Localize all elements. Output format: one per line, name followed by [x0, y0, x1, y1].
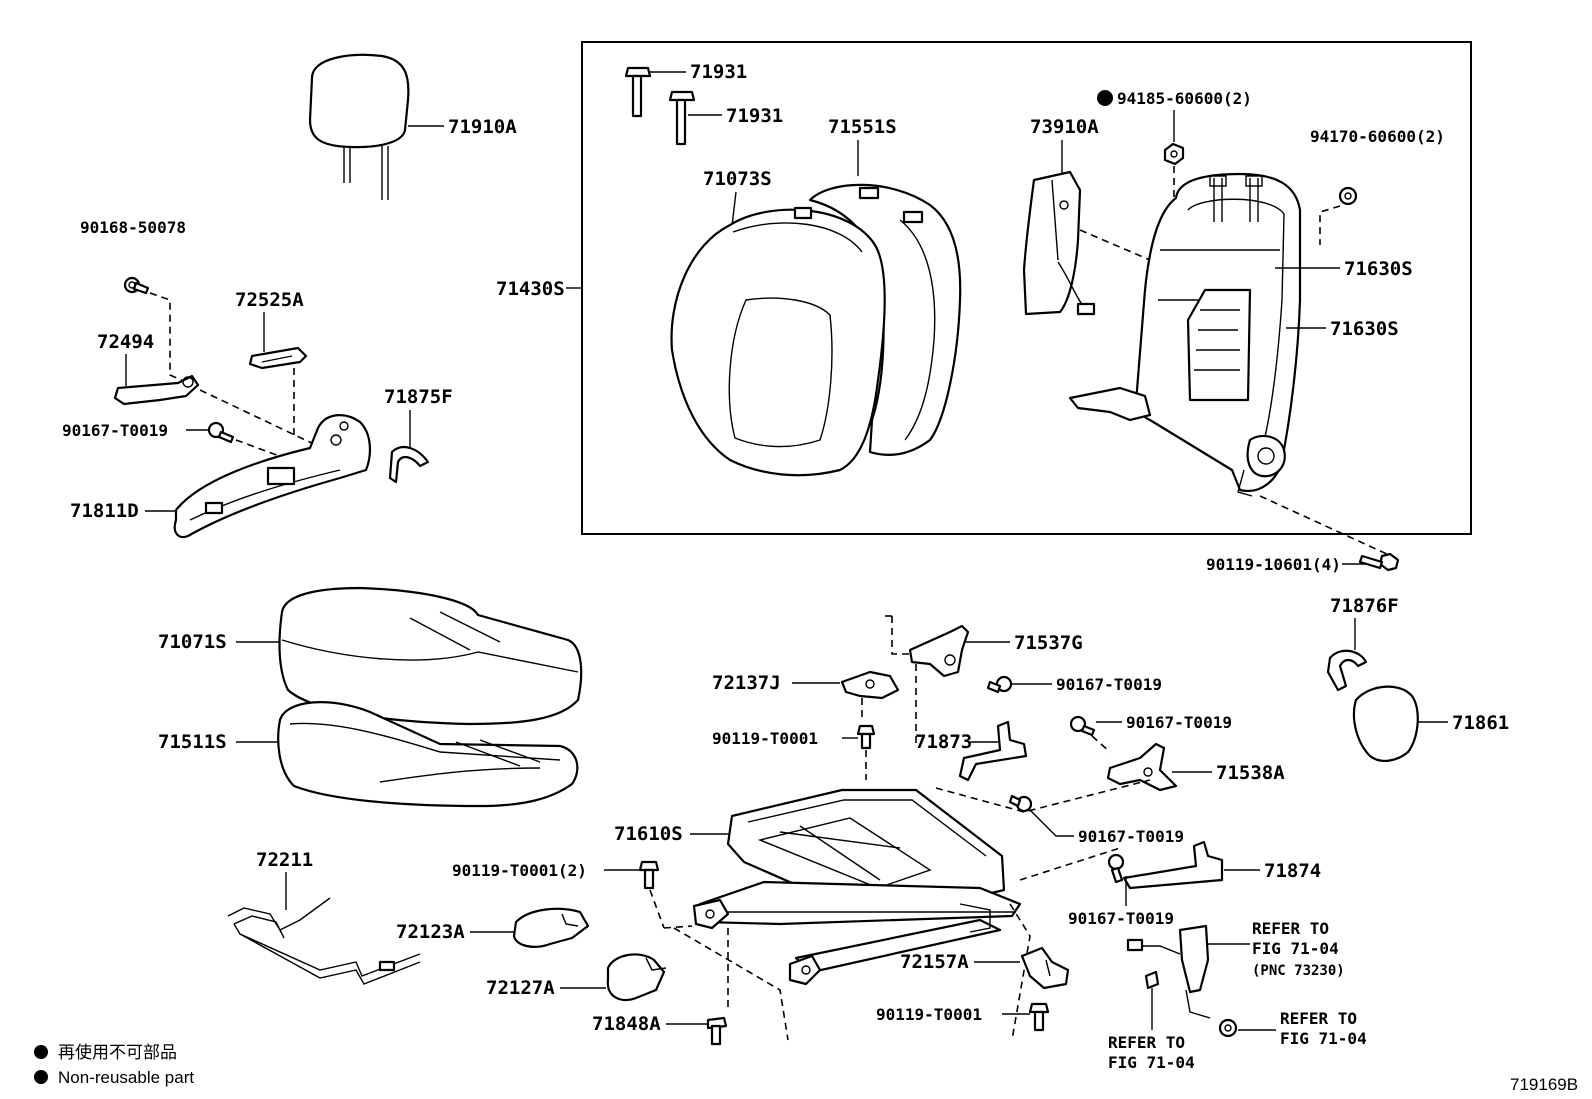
- label-90119-T0001-b: 90119-T0001: [876, 1005, 982, 1024]
- label-73910A: 73910A: [1030, 116, 1099, 138]
- cover-72127A[interactable]: [606, 953, 667, 1002]
- figure-id: 719169B: [1510, 1075, 1578, 1094]
- label-71630S-a: 71630S: [1344, 258, 1413, 280]
- label-90119-10601: 90119-10601(4): [1206, 555, 1341, 574]
- label-71861: 71861: [1452, 712, 1509, 734]
- legend-line-1: 再使用不可部品: [58, 1042, 177, 1062]
- bracket-72494[interactable]: [113, 374, 200, 406]
- label-72157A: 72157A: [900, 951, 969, 973]
- bolt-90119-T0001-2[interactable]: [638, 860, 660, 890]
- refer-1-line2: FIG 71-04: [1252, 939, 1339, 958]
- cover-71875F[interactable]: [388, 445, 430, 484]
- label-71910A: 71910A: [448, 116, 517, 138]
- label-90119-T0001-2: 90119-T0001(2): [452, 861, 587, 880]
- label-90119-T0001-a: 90119-T0001: [712, 729, 818, 748]
- label-71811D: 71811D: [70, 500, 139, 522]
- clip-71848A[interactable]: [706, 1016, 728, 1046]
- seatbelt-nut-ref[interactable]: [1218, 1018, 1238, 1038]
- label-72123A: 72123A: [396, 921, 465, 943]
- bracket-71874[interactable]: [1122, 840, 1224, 890]
- seat-cushion-pad-71511S[interactable]: [277, 701, 579, 808]
- label-90167-T0019-e: 90167-T0019: [1068, 909, 1174, 928]
- seatbelt-clip-ref[interactable]: [1144, 970, 1160, 990]
- refer-3-line2: FIG 71-04: [1280, 1029, 1367, 1048]
- seatback-frame-71630S[interactable]: [1068, 172, 1302, 497]
- headrest-71910A[interactable]: [308, 53, 410, 200]
- label-94185-60600: 94185-60600(2): [1117, 89, 1252, 108]
- bolt-90119-T0001-b[interactable]: [1028, 1002, 1050, 1032]
- knob-71861[interactable]: [1352, 685, 1419, 762]
- label-90167-T0019-d: 90167-T0019: [1078, 827, 1184, 846]
- label-71875F: 71875F: [384, 386, 453, 408]
- wire-72211[interactable]: [227, 897, 421, 985]
- label-94170-60600: 94170-60600(2): [1310, 127, 1445, 146]
- seat-frame-71610S[interactable]: [692, 788, 1022, 986]
- label-71630S-b: 71630S: [1330, 318, 1399, 340]
- nut-94185-60600[interactable]: [1163, 142, 1185, 166]
- bolt-90119-T0001-a[interactable]: [856, 724, 876, 750]
- label-71511S: 71511S: [158, 731, 227, 753]
- nut-94170-60600[interactable]: [1338, 186, 1358, 206]
- label-71073S: 71073S: [703, 168, 772, 190]
- screw-90167-T0019-b[interactable]: [986, 675, 1013, 694]
- non-reusable-bullet-icon: [1097, 90, 1113, 106]
- label-71874: 71874: [1264, 860, 1321, 882]
- label-71931-a: 71931: [690, 61, 747, 83]
- legend-bullet-icon-1: [34, 1045, 48, 1059]
- clip-71931-b[interactable]: [668, 90, 696, 146]
- label-71848A: 71848A: [592, 1013, 661, 1035]
- label-71876F: 71876F: [1330, 595, 1399, 617]
- legend-bullet-icon-2: [34, 1070, 48, 1084]
- label-71071S: 71071S: [158, 631, 227, 653]
- label-72494: 72494: [97, 331, 154, 353]
- label-72211: 72211: [256, 849, 313, 871]
- label-71610S: 71610S: [614, 823, 683, 845]
- label-71551S: 71551S: [828, 116, 897, 138]
- label-72137J: 72137J: [712, 672, 781, 694]
- screw-90167-T0019-e[interactable]: [1107, 853, 1125, 884]
- cover-72123A[interactable]: [512, 907, 590, 948]
- refer-1-line1: REFER TO: [1252, 919, 1329, 938]
- screw-90167-T0019-d[interactable]: [1008, 794, 1033, 813]
- label-71931-b: 71931: [726, 105, 783, 127]
- clip-71931-a[interactable]: [624, 66, 652, 118]
- legend-line-2: Non-reusable part: [58, 1068, 194, 1087]
- label-71873: 71873: [915, 731, 972, 753]
- screw-90168-50078[interactable]: [123, 276, 150, 295]
- cover-71876F[interactable]: [1326, 649, 1368, 692]
- label-71537G: 71537G: [1014, 632, 1083, 654]
- refer-2-line1: REFER TO: [1108, 1033, 1185, 1052]
- refer-1-line3: (PNC 73230): [1252, 963, 1345, 979]
- bracket-71873[interactable]: [958, 720, 1028, 782]
- label-90167-T0019-a: 90167-T0019: [62, 421, 168, 440]
- bracket-72137J[interactable]: [840, 670, 900, 700]
- seatbelt-buckle-ref[interactable]: [1126, 924, 1211, 1019]
- label-71430S: 71430S: [496, 278, 565, 300]
- label-90167-T0019-b: 90167-T0019: [1056, 675, 1162, 694]
- label-90167-T0019-c: 90167-T0019: [1126, 713, 1232, 732]
- refer-3-line1: REFER TO: [1280, 1009, 1357, 1028]
- seatback-cover-71073S[interactable]: [670, 206, 886, 477]
- side-shield-71811D[interactable]: [173, 414, 372, 539]
- bolt-90119-10601[interactable]: [1358, 552, 1400, 572]
- seat-cushion-cover-71071S[interactable]: [278, 586, 583, 726]
- label-72525A: 72525A: [235, 289, 304, 311]
- label-72127A: 72127A: [486, 977, 555, 999]
- airbag-73910A[interactable]: [1022, 170, 1096, 316]
- screw-90167-T0019-a[interactable]: [207, 421, 235, 444]
- refer-2-line2: FIG 71-04: [1108, 1053, 1195, 1072]
- label-90168-50078: 90168-50078: [80, 218, 186, 237]
- cover-72157A[interactable]: [1020, 946, 1070, 990]
- bracket-71538A[interactable]: [1106, 742, 1178, 792]
- clip-72525A[interactable]: [248, 346, 308, 370]
- bracket-71537G[interactable]: [908, 624, 970, 678]
- label-71538A: 71538A: [1216, 762, 1285, 784]
- screw-90167-T0019-c[interactable]: [1069, 715, 1096, 737]
